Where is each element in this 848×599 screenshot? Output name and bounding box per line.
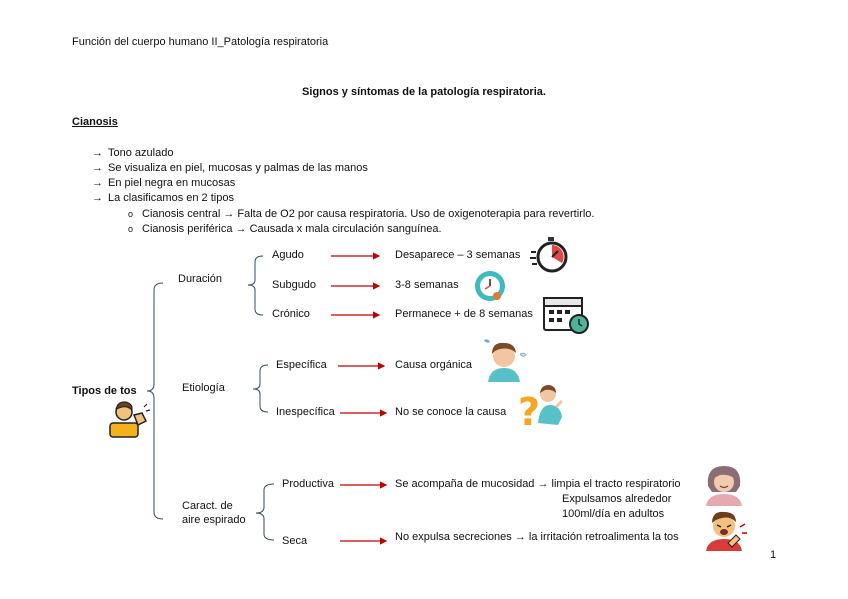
aire-bracket <box>255 483 275 541</box>
coughing-man-icon <box>706 511 747 551</box>
item-cronico: Crónico <box>272 308 310 320</box>
document-header: Función del cuerpo humano II_Patología r… <box>72 36 329 48</box>
desc-productiva: Se acompaña de mucosidad → limpia el tra… <box>395 478 681 490</box>
etiologia-bracket <box>252 364 269 413</box>
thinking-person-icon <box>484 339 527 382</box>
arrow-icon: → <box>92 192 103 204</box>
arrow-icon: → <box>92 147 103 159</box>
page-title: Signos y síntomas de la patología respir… <box>302 86 546 98</box>
item-inespecifica: Inespecífica <box>276 406 335 418</box>
category-etiologia: Etiología <box>182 382 225 394</box>
svg-text:?: ? <box>518 390 540 429</box>
page-number: 1 <box>770 549 777 561</box>
desc-especifica: Causa orgánica <box>395 359 473 371</box>
coughing-person-icon <box>109 401 150 438</box>
clock-icon <box>475 271 505 301</box>
arrow-icon: → <box>92 162 103 174</box>
item-productiva: Productiva <box>282 478 334 490</box>
bullet-item: →Se visualiza en piel, mucosas y palmas … <box>92 162 368 174</box>
stopwatch-icon <box>530 237 568 273</box>
desc-productiva-line2: Expulsamos alrededor <box>562 493 672 505</box>
desc-productiva-line3: 100ml/día en adultos <box>562 508 665 520</box>
desc-seca: No expulsa secreciones → la irritación r… <box>395 531 679 543</box>
calendar-icon <box>543 297 589 334</box>
item-especifica: Específica <box>276 359 327 371</box>
arrow-icon: → <box>92 177 103 189</box>
desc-inespecifica: No se conoce la causa <box>395 406 507 418</box>
section-heading: Cianosis <box>72 116 118 128</box>
desc-agudo: Desaparece – 3 semanas <box>395 249 521 261</box>
sick-woman-icon <box>706 466 742 506</box>
item-subgudo: Subgudo <box>272 279 317 291</box>
circle-bullet-icon: o <box>128 224 134 234</box>
item-seca: Seca <box>282 535 308 547</box>
desc-cronico: Permanece + de 8 semanas <box>395 308 533 320</box>
item-agudo: Agudo <box>272 249 304 261</box>
desc-subgudo: 3-8 semanas <box>395 279 459 291</box>
duracion-bracket <box>247 255 264 316</box>
bullet-item: →En piel negra en mucosas <box>92 177 236 189</box>
category-aire-line2: aire espirado <box>182 514 246 526</box>
bullet-item: →La clasificamos en 2 tipos <box>92 192 234 204</box>
root-label: Tipos de tos <box>72 385 137 397</box>
bullet-item: →Tono azulado <box>92 147 174 159</box>
main-bracket <box>146 282 164 520</box>
circle-bullet-icon: o <box>128 209 134 219</box>
question-person-icon: ? <box>518 385 564 429</box>
category-duracion: Duración <box>178 273 223 285</box>
category-aire-line1: Caract. de <box>182 500 233 512</box>
